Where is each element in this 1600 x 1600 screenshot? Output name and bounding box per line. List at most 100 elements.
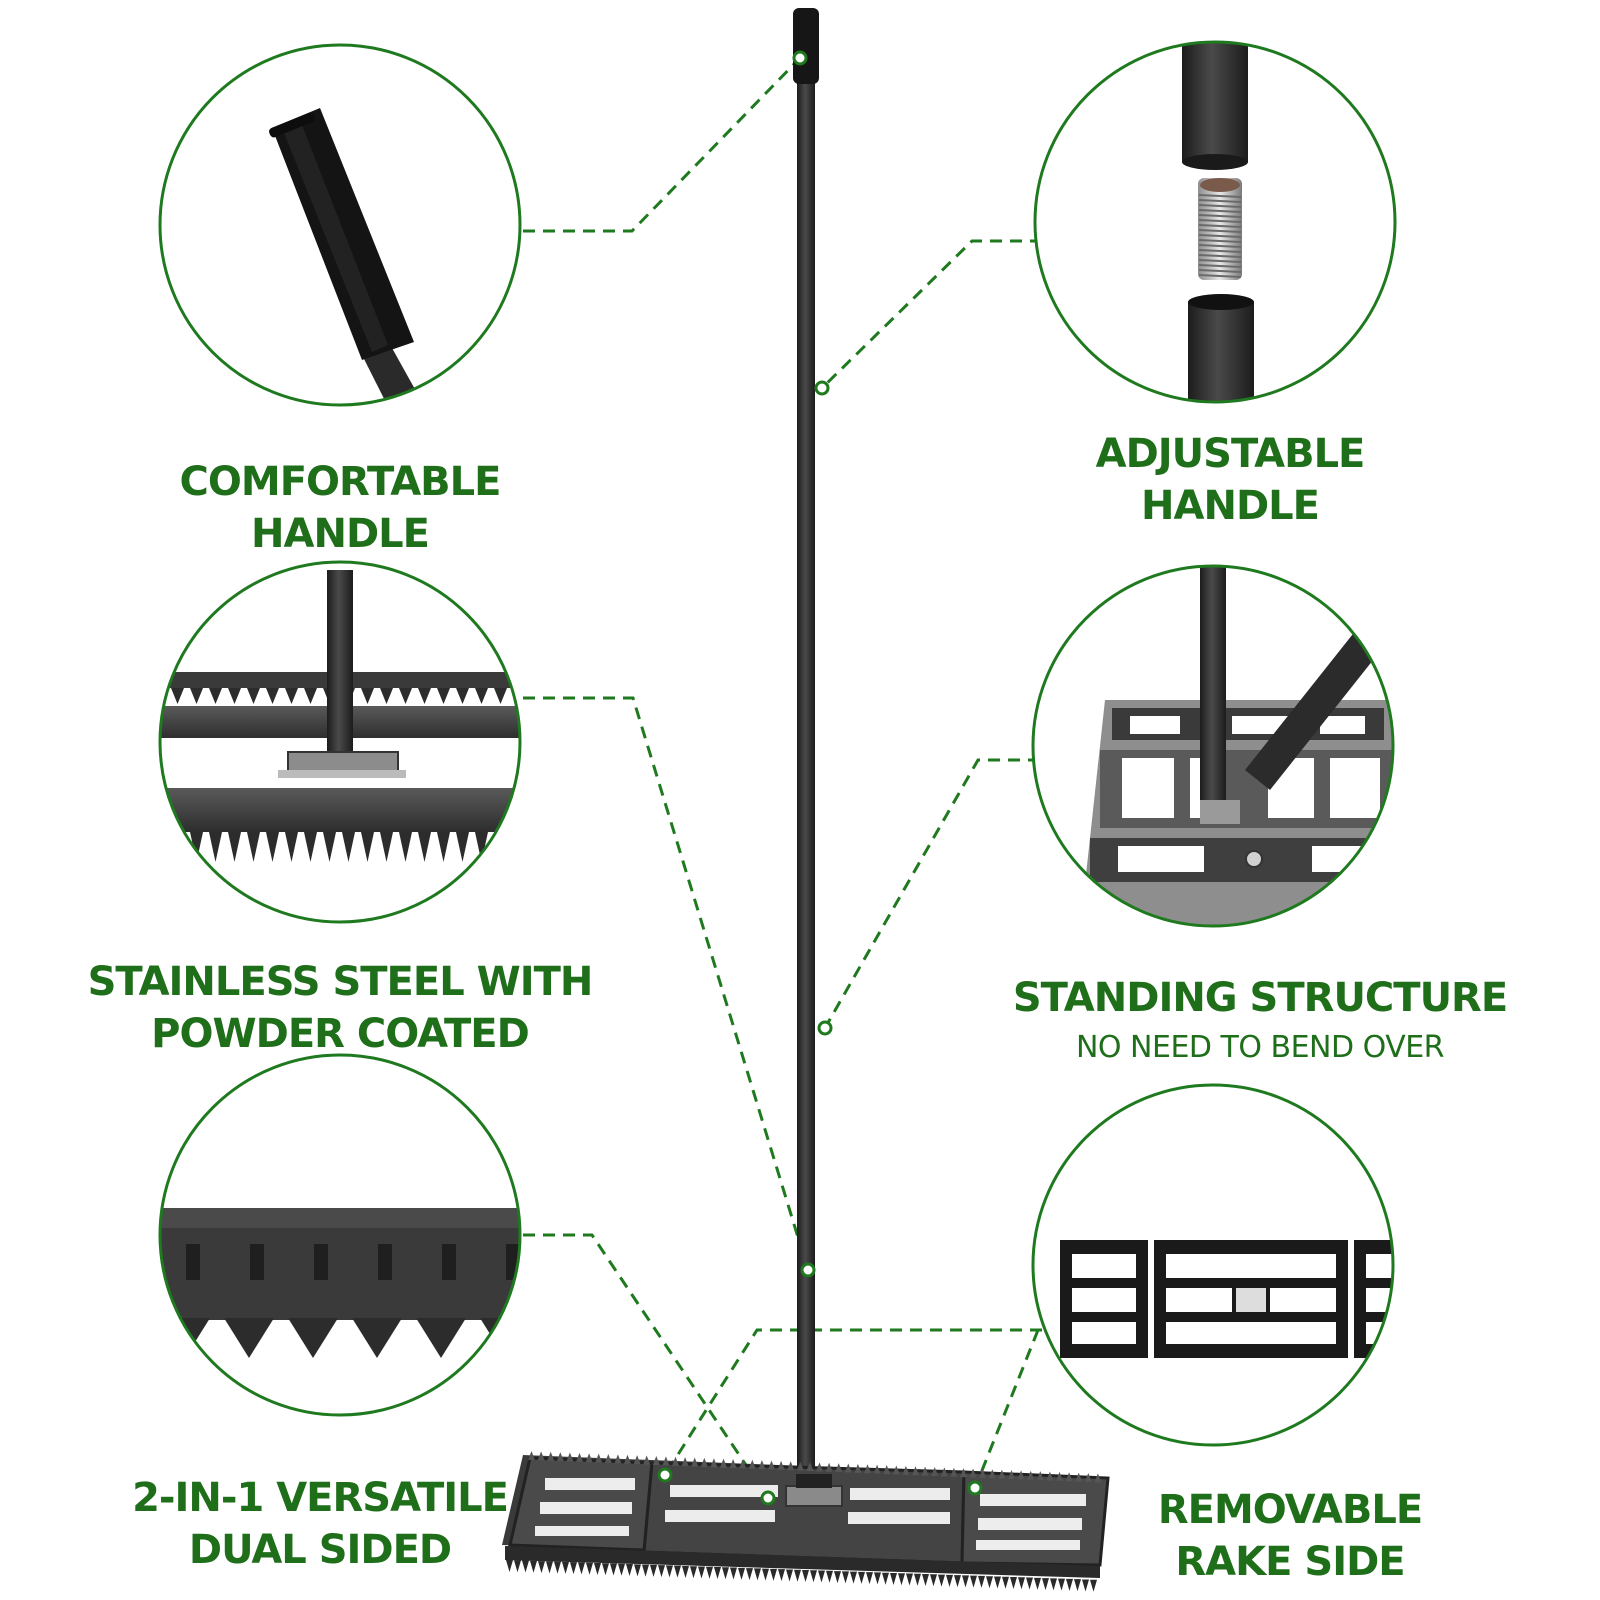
- rake-tooth: [954, 1575, 961, 1588]
- rake-tooth: [710, 1458, 718, 1468]
- rake-tooth: [658, 1565, 665, 1578]
- rake-tooth: [224, 1318, 274, 1358]
- rake-tooth: [748, 1459, 756, 1469]
- rake-tooth: [566, 1452, 574, 1462]
- rake-pole-grip: [793, 8, 819, 84]
- comfortable-handle-label: COMFORTABLE HANDLE: [140, 456, 540, 560]
- rake-tooth: [778, 1569, 785, 1582]
- rake-tooth: [720, 1458, 727, 1468]
- rake-tooth: [361, 688, 374, 704]
- standing-structure-label: STANDING STRUCTURE: [990, 972, 1530, 1024]
- rake-sections-icon: [1031, 1083, 1395, 1447]
- rake-tooth: [190, 832, 203, 862]
- rake-tooth: [796, 1461, 804, 1471]
- rake-tooth: [802, 1569, 809, 1582]
- rake-tooth: [266, 688, 279, 704]
- rake-tooth: [931, 1466, 939, 1476]
- rake-tooth: [643, 1455, 651, 1465]
- rake-tooth: [352, 1318, 402, 1358]
- rake-tooth: [626, 1564, 633, 1577]
- rake-tooth: [544, 1318, 594, 1358]
- rake-tooth: [285, 688, 298, 704]
- rake-tooth: [770, 1568, 777, 1581]
- rake-tooth: [494, 832, 507, 862]
- comfortable-handle-line2: HANDLE: [251, 511, 430, 557]
- rake-tooth: [1082, 1579, 1089, 1592]
- dual-sided-label: 2-IN-1 VERSATILE DUAL SIDED: [100, 1472, 540, 1576]
- rake-tooth: [906, 1573, 913, 1586]
- rake-tooth: [1026, 1577, 1033, 1590]
- rake-tooth: [810, 1570, 817, 1583]
- rake-tooth: [921, 1466, 929, 1476]
- rake-tooth: [437, 832, 450, 862]
- rake-tooth: [537, 1451, 545, 1461]
- rake-tooth: [538, 1561, 545, 1574]
- adjustable-handle-line1: ADJUSTABLE: [1095, 431, 1366, 477]
- rake-tooth: [546, 1561, 553, 1574]
- stainless-steel-line1: STAINLESS STEEL WITH: [87, 959, 594, 1005]
- adjustable-handle-label: ADJUSTABLE HANDLE: [1030, 428, 1430, 532]
- rake-tooth: [998, 1469, 1006, 1479]
- rake-tooth: [304, 832, 317, 862]
- rake-tooth: [1010, 1577, 1017, 1590]
- rake-tooth: [940, 1467, 948, 1477]
- rake-tooth: [866, 1572, 873, 1585]
- rake-tooth: [1090, 1579, 1097, 1592]
- rake-tooth: [556, 1452, 564, 1462]
- rake-tooth: [864, 1464, 871, 1474]
- rake-tooth: [892, 1465, 900, 1475]
- rake-tooth: [938, 1574, 945, 1587]
- rake-tooth: [604, 1454, 612, 1464]
- rake-tooth: [342, 832, 355, 862]
- removable-rake-line2: RAKE SIDE: [1175, 1539, 1405, 1585]
- dual-sided-line2: DUAL SIDED: [188, 1527, 452, 1573]
- rake-tooth: [758, 1460, 766, 1470]
- rake-tooth: [614, 1454, 622, 1464]
- removable-rake-label: REMOVABLE RAKE SIDE: [1120, 1484, 1460, 1588]
- rake-tooth: [650, 1564, 657, 1577]
- rake-tooth: [323, 832, 336, 862]
- rake-tooth: [380, 832, 393, 862]
- rake-tooth: [842, 1571, 849, 1584]
- rake-tooth: [1058, 1578, 1065, 1591]
- rake-tooth: [1094, 1473, 1102, 1483]
- rake-tooth: [266, 832, 279, 862]
- rake-tooth: [714, 1567, 721, 1580]
- connector-removable-rake-2: [973, 1329, 1040, 1489]
- rake-tooth: [873, 1464, 881, 1474]
- rake-tooth: [738, 1567, 745, 1580]
- rake-tooth: [547, 1451, 555, 1461]
- rake-tooth: [722, 1567, 729, 1580]
- rake-tooth: [858, 1571, 865, 1584]
- rake-tooth: [672, 1456, 679, 1466]
- rake-tooth: [418, 688, 431, 704]
- rake-tooth: [602, 1563, 609, 1576]
- rake-tooth: [361, 832, 374, 862]
- rake-tooth: [586, 1562, 593, 1575]
- rake-tooth: [960, 1468, 967, 1478]
- rake-tooth: [962, 1575, 969, 1588]
- rake-tooth: [988, 1469, 996, 1479]
- adjustable-handle-line2: HANDLE: [1141, 483, 1320, 529]
- connector-stainless-steel: [523, 696, 810, 1271]
- removable-rake-line1: REMOVABLE: [1157, 1487, 1423, 1533]
- rake-tooth: [850, 1571, 857, 1584]
- rake-tooth: [746, 1568, 753, 1581]
- threaded-connector-icon: [1033, 40, 1397, 404]
- rake-tooth: [209, 832, 222, 862]
- rake-tooth: [666, 1565, 673, 1578]
- rake-tooth: [777, 1460, 785, 1470]
- dual-sided-line1: 2-IN-1 VERSATILE: [132, 1475, 509, 1521]
- rake-tooth: [1042, 1578, 1049, 1591]
- rake-tooth: [768, 1460, 775, 1470]
- rake-tooth: [554, 1561, 561, 1574]
- rake-tooth: [930, 1574, 937, 1587]
- rake-product: [502, 8, 1110, 1592]
- rake-tooth: [618, 1563, 625, 1576]
- rake-tooth: [380, 688, 393, 704]
- rake-tooth: [530, 1560, 537, 1573]
- rake-tooth: [576, 1452, 583, 1462]
- rake-tooth: [610, 1563, 617, 1576]
- rake-tooth: [594, 1562, 601, 1575]
